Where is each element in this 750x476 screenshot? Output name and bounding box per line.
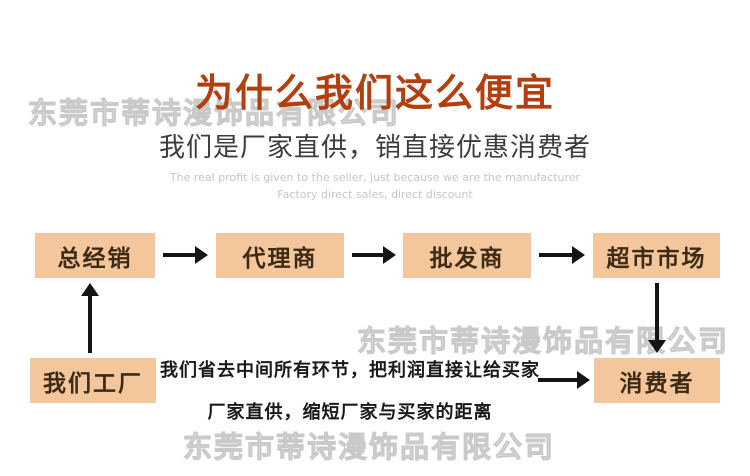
arrow-shaft: [655, 283, 659, 342]
page-subtitle: 我们是厂家直供，销直接优惠消费者: [158, 133, 591, 163]
arrow-head: [648, 340, 666, 353]
english-tagline-line1: The real profit is given to the seller, …: [169, 171, 581, 184]
arrow-shaft: [538, 378, 579, 382]
page-title: 为什么我们这么便宜: [194, 71, 555, 115]
flow-node-agent: 代理商: [216, 233, 344, 278]
arrow-shaft: [163, 253, 197, 257]
arrow-right-icon: [163, 246, 208, 264]
arrow-head: [81, 283, 99, 296]
company-watermark-middle: 东莞市蒂诗漫饰品有限公司: [356, 324, 730, 359]
english-tagline-line2: Factory direct sales, direct discount: [277, 188, 473, 201]
arrow-right-icon: [538, 371, 590, 389]
arrow-shaft: [88, 294, 92, 353]
arrow-shaft: [539, 253, 574, 257]
arrow-down-icon: [647, 283, 667, 353]
company-watermark-bottom: 东莞市蒂诗漫饰品有限公司: [182, 430, 556, 465]
english-tagline: The real profit is given to the seller, …: [0, 169, 750, 203]
flow-node-consumer: 消费者: [594, 358, 720, 403]
arrow-head: [577, 371, 590, 389]
arrow-up-icon: [80, 283, 100, 353]
flow-node-wholesaler: 批发商: [403, 233, 531, 278]
arrow-head: [195, 246, 208, 264]
arrow-head: [572, 246, 585, 264]
flow-description-line2: 厂家直供，缩短厂家与买家的距离: [207, 402, 493, 423]
arrow-right-icon: [539, 246, 585, 264]
arrow-head: [383, 246, 396, 264]
flow-node-general-distributor: 总经销: [35, 233, 155, 278]
flow-description: 我们省去中间所有环节，把利润直接让给买家 厂家直供，缩短厂家与买家的距离: [158, 356, 542, 424]
flow-node-supermarket: 超市市场: [593, 233, 720, 278]
flow-description-line1: 我们省去中间所有环节，把利润直接让给买家: [160, 360, 540, 381]
arrow-right-icon: [352, 246, 396, 264]
arrow-shaft: [352, 253, 385, 257]
flow-node-our-factory: 我们工厂: [30, 358, 156, 403]
